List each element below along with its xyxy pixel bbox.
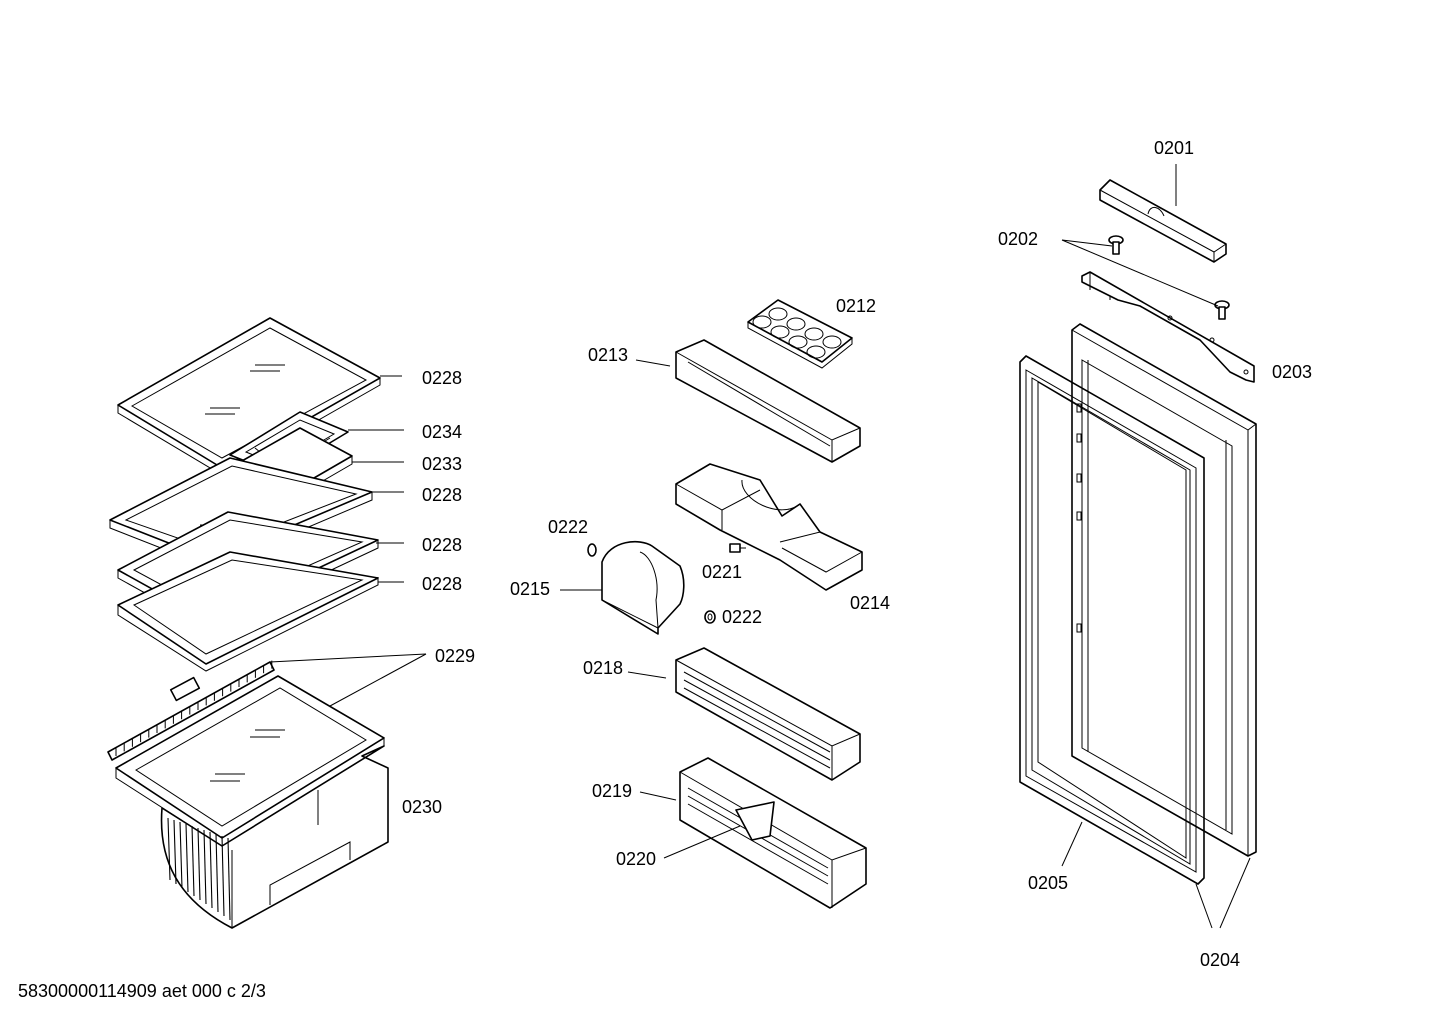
dairy-holder-part	[675, 463, 863, 591]
callout-0203: 0203	[1272, 362, 1312, 382]
screw-0221-part	[729, 543, 746, 553]
crisper-drawer-part	[160, 745, 389, 929]
callout-0202: 0202	[998, 229, 1038, 249]
hinge-bracket-part	[1081, 271, 1255, 383]
callout-0220: 0220	[616, 849, 656, 869]
callout-0228-second: 0228	[422, 485, 462, 505]
crisper-rib	[197, 827, 201, 901]
leader-lines	[269, 164, 1251, 929]
callout-0212: 0212	[836, 296, 876, 316]
door-panel-part	[1071, 323, 1257, 857]
callout-0234: 0234	[422, 422, 462, 442]
screw-upper-part	[1108, 235, 1124, 255]
washer-lower-part	[704, 610, 716, 624]
door-gasket-part	[1019, 355, 1205, 885]
crisper-rib	[167, 817, 171, 881]
callout-0214: 0214	[850, 593, 890, 613]
callout-0215: 0215	[510, 579, 550, 599]
middle-balcony-part	[675, 647, 861, 781]
crisper-rib	[185, 823, 189, 893]
callout-0228-third: 0228	[422, 535, 462, 555]
bottle-divider-part	[735, 801, 775, 841]
callout-0213: 0213	[588, 345, 628, 365]
document-id: 58300000114909 aet 000 c 2/3	[18, 981, 266, 1001]
door-balcony-group	[587, 299, 867, 909]
callout-0228-top: 0228	[422, 368, 462, 388]
crisper-rib	[221, 835, 225, 917]
callout-0229: 0229	[435, 646, 475, 666]
callout-0201: 0201	[1154, 138, 1194, 158]
crisper-rib	[209, 831, 213, 909]
callout-0222-lower: 0222	[722, 607, 762, 627]
crisper-cover-part	[115, 675, 385, 847]
callout-0222-upper: 0222	[548, 517, 588, 537]
callout-labels: 0201 0202 0203 0204 0205 0212 0213 0214 …	[402, 138, 1312, 970]
screw-lower-part	[1214, 300, 1230, 320]
crisper-rib	[227, 837, 231, 921]
callout-0219: 0219	[592, 781, 632, 801]
crisper-rib	[203, 829, 207, 905]
door-assembly-group	[1019, 179, 1257, 885]
callout-0233: 0233	[422, 454, 462, 474]
crisper-rib	[215, 833, 219, 913]
callout-0218: 0218	[583, 658, 623, 678]
shelf-assembly-group	[107, 317, 389, 929]
callout-0205: 0205	[1028, 873, 1068, 893]
handle-cover-part	[1099, 179, 1227, 263]
washer-upper-part	[587, 543, 597, 557]
crisper-rib	[173, 819, 177, 885]
crisper-rib	[179, 821, 183, 889]
callout-0221: 0221	[702, 562, 742, 582]
callout-0204: 0204	[1200, 950, 1240, 970]
glass-shelf-top-part	[117, 317, 381, 476]
bottle-balcony-part	[679, 757, 867, 909]
butter-flap-part	[601, 540, 685, 635]
callout-0230: 0230	[402, 797, 442, 817]
comb-rail-part	[107, 660, 275, 761]
crisper-rib	[191, 825, 195, 897]
callout-0228-fourth: 0228	[422, 574, 462, 594]
upper-balcony-part	[675, 339, 861, 463]
egg-tray-part	[747, 299, 853, 369]
